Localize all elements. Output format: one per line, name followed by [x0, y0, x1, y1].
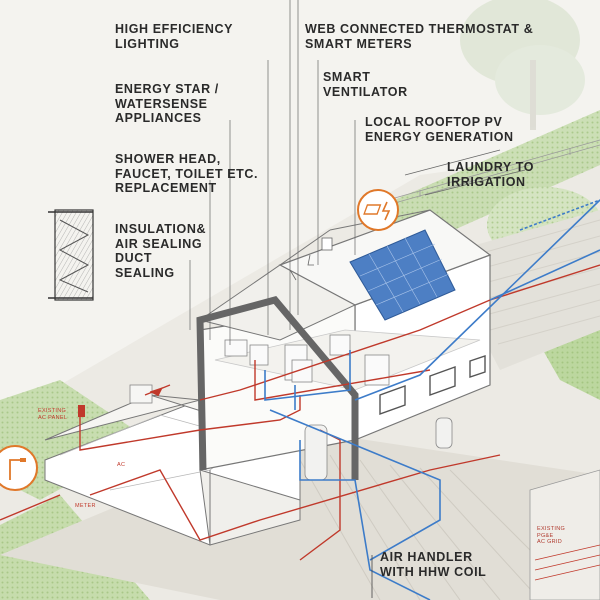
grid-connection-box: [529, 469, 600, 600]
existing-ac-panel: [78, 405, 85, 417]
solar-panel-array: [349, 229, 456, 321]
thermostat-device: [289, 237, 333, 281]
label-meter: METER: [75, 503, 96, 509]
callout-lighting: HIGH EFFICIENCY LIGHTING: [115, 22, 234, 51]
property-fence: [369, 139, 600, 211]
label-ac: AC: [117, 462, 126, 468]
background-tree: [460, 0, 585, 130]
solar-power-icon: [357, 189, 399, 231]
heater-marker: [149, 387, 163, 397]
callout-ventilator: SMART VENTILATOR: [323, 70, 408, 99]
lawn-back-dots: [360, 110, 600, 245]
callout-insulation: INSULATION& AIR SEALING DUCT SEALING: [115, 222, 207, 280]
callout-laundry: LAUNDRY TO IRRIGATION: [447, 160, 535, 189]
callout-leader-lines: [189, 0, 526, 345]
insulation-section-icon: [48, 209, 94, 301]
callout-appliances: ENERGY STAR / WATERSENSE APPLIANCES: [115, 82, 219, 125]
callout-fixtures: SHOWER HEAD, FAUCET, TOILET ETC. REPLACE…: [115, 152, 259, 195]
label-existing-ac-panel: EXISTING AC PANEL: [38, 408, 68, 421]
water-lines: [264, 199, 600, 600]
lamp-icon: [0, 445, 38, 491]
section-frame: [196, 296, 359, 480]
callout-air-handler: AIR HANDLER WITH HHW COIL: [380, 550, 487, 579]
callout-pv: LOCAL ROOFTOP PV ENERGY GENERATION: [365, 115, 514, 144]
callout-thermostat: WEB CONNECTED THERMOSTAT & SMART METERS: [305, 22, 534, 51]
label-existing-grid: EXISTING PG&E AC GRID: [537, 526, 566, 545]
